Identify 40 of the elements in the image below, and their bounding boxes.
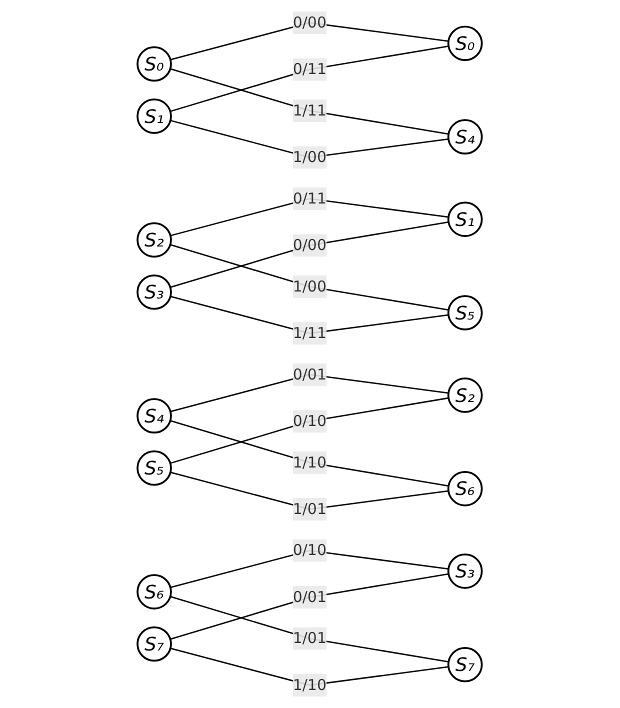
edge-label: 1/11 bbox=[293, 101, 327, 120]
node-circle: S₆ bbox=[448, 471, 484, 506]
edge-label: 0/11 bbox=[293, 60, 327, 78]
node-circle: S₁ bbox=[448, 202, 484, 237]
connector bbox=[170, 596, 450, 663]
node-circle: S₀ bbox=[136, 46, 172, 82]
connector bbox=[170, 420, 450, 487]
node-circle: S₂ bbox=[448, 378, 484, 413]
edge-label: 0/01 bbox=[293, 365, 327, 384]
connector bbox=[170, 244, 450, 311]
edge-label: 1/10 bbox=[293, 453, 327, 472]
node-circle: S₇ bbox=[136, 626, 172, 662]
node-circle: S₅ bbox=[448, 295, 484, 330]
node-circle: S₀ bbox=[448, 26, 484, 62]
node-circle: S₃ bbox=[136, 274, 172, 310]
edge-label: 1/10 bbox=[293, 676, 327, 694]
node-circle: S₂ bbox=[136, 222, 172, 258]
edge-label: 1/01 bbox=[293, 500, 327, 518]
edge-label: 0/00 bbox=[293, 13, 327, 32]
edge-label: 1/00 bbox=[293, 277, 327, 296]
node-circle: S₇ bbox=[448, 646, 484, 682]
edge-label: 1/01 bbox=[293, 629, 327, 647]
node-circle: S₄ bbox=[448, 119, 484, 154]
edge-label: 1/11 bbox=[293, 324, 327, 342]
connector bbox=[170, 68, 450, 135]
edge-label: 1/00 bbox=[293, 148, 327, 166]
node-circle: S₅ bbox=[136, 450, 172, 486]
node-circle: S₄ bbox=[136, 398, 172, 434]
edge-label: 0/01 bbox=[293, 588, 327, 606]
node-circle: S₃ bbox=[448, 553, 484, 589]
node-circle: S₁ bbox=[136, 98, 172, 134]
edge-label: 0/00 bbox=[293, 236, 327, 254]
connector bbox=[170, 573, 450, 640]
connector bbox=[170, 45, 450, 112]
connector bbox=[170, 397, 450, 464]
connector bbox=[170, 221, 450, 288]
edge-label: 0/10 bbox=[293, 412, 327, 430]
edge-label: 0/10 bbox=[293, 541, 327, 559]
edge-label: 0/11 bbox=[293, 189, 327, 208]
node-circle: S₆ bbox=[136, 574, 172, 610]
